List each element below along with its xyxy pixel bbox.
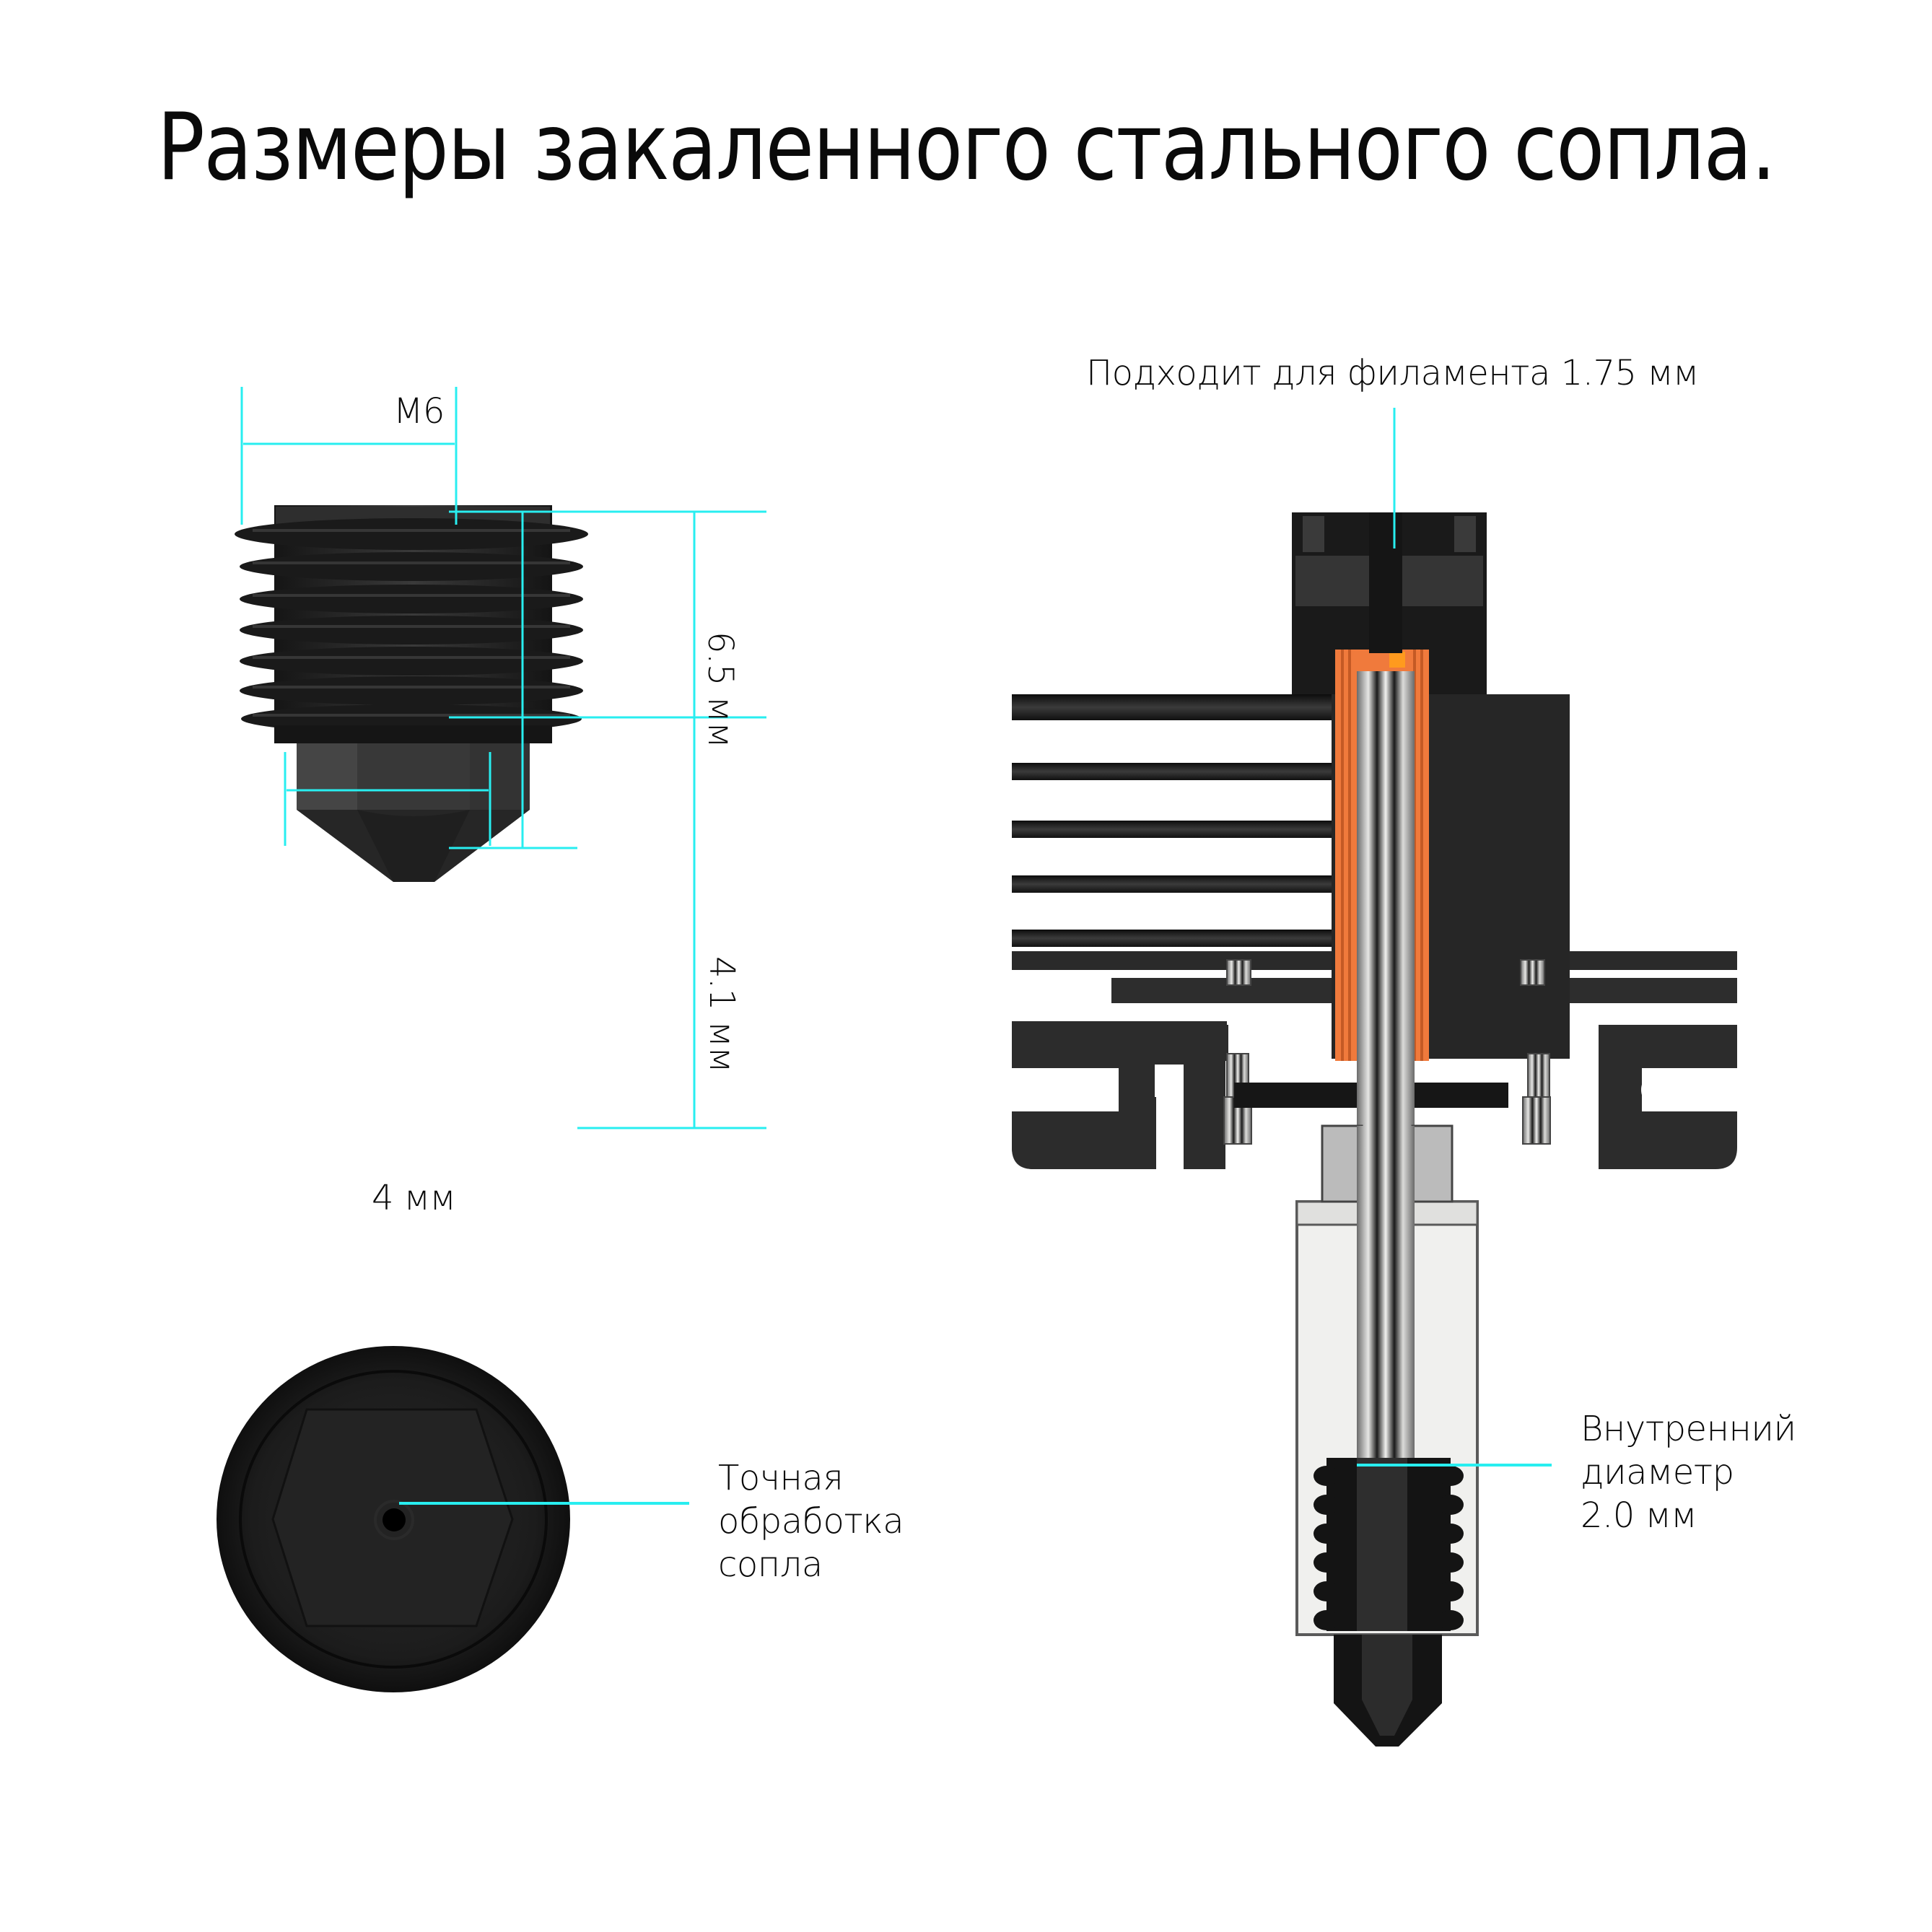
callout-line-2: обработка	[718, 1501, 904, 1542]
callout-line-1: Точная	[718, 1458, 844, 1498]
dimension-lines-right	[573, 510, 766, 1129]
callout-label-filament-size: Подходит для филамента 1.75 мм	[1086, 353, 1699, 393]
callout-label-precision-machining: Точная обработка сопла	[718, 1456, 904, 1586]
callout-line-1: Внутренний	[1581, 1409, 1796, 1449]
dimension-label-thread-length: 6.5 мм	[700, 631, 740, 748]
hotend-cross-section	[1012, 512, 1737, 1747]
dimension-label-hex-length: 4.1 мм	[701, 956, 742, 1073]
nozzle-bottom-view	[217, 1346, 570, 1692]
callout-label-inner-diameter: Внутренний диаметр 2.0 мм	[1581, 1407, 1796, 1537]
dimension-label-thread: M6	[393, 391, 445, 432]
callout-line-3: 2.0 мм	[1581, 1495, 1697, 1536]
dimension-label-hex-width: 4 мм	[372, 1178, 456, 1218]
callout-line-2: диаметр	[1581, 1452, 1734, 1492]
page-title: Размеры закаленного стального сопла.	[157, 94, 1777, 201]
nozzle-side-view	[235, 505, 588, 882]
dimension-lines	[240, 387, 573, 849]
callout-line-3: сопла	[718, 1544, 823, 1585]
